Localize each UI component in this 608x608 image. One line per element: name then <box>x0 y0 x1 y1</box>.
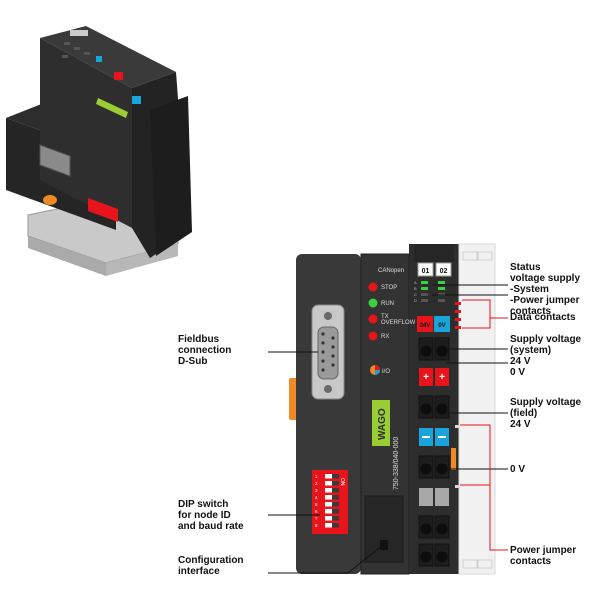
dip-switch-number-1: 1 <box>315 474 318 479</box>
photo-leds <box>62 42 90 58</box>
supply-24v-box <box>417 316 433 332</box>
dip-switch-label: DIP switch for node ID and baud rate <box>178 499 244 532</box>
data-contacts-label: Data contacts <box>510 312 576 323</box>
terminal-tabs: 01 02 <box>417 262 452 277</box>
status-led-2 <box>368 298 378 308</box>
svg-text:WAGO: WAGO <box>377 408 388 440</box>
supply-voltage-system-label: Supply voltage (system) 24 V 0 V <box>510 334 582 378</box>
supply-0v-box <box>434 316 450 332</box>
zero-volt-label: 0 V <box>510 464 526 475</box>
data-contact-pin-3 <box>455 318 461 321</box>
svg-text:+: + <box>423 372 429 383</box>
dip-on-label: ON <box>339 478 345 486</box>
fieldbus-connection-label: Fieldbus connection D-Sub <box>178 334 232 367</box>
power-jumper-contacts-label: Power jumper contacts <box>510 545 577 567</box>
photo-blue-marker-2 <box>96 56 102 62</box>
photo-dip-switch <box>88 198 118 222</box>
config-interface-flap <box>364 495 404 563</box>
data-contact-pins <box>455 302 461 488</box>
dip-switch-number-6: 6 <box>315 509 318 514</box>
protocol-label: CANopen <box>378 268 404 274</box>
orange-terminal-tab <box>451 448 456 470</box>
terminal-marker-gray-1 <box>419 488 433 506</box>
model-number: 750-338/040-000 <box>393 437 400 490</box>
status-led-label-2: RUN <box>381 301 394 307</box>
device-photo <box>6 26 192 276</box>
terminal-marker-red-1 <box>419 368 433 386</box>
status-led-3 <box>368 314 378 324</box>
terminal-tab-02 <box>435 262 452 277</box>
status-led-label-4: RX <box>381 334 389 340</box>
terminal-rows: ++ <box>418 337 450 567</box>
dip-switch-number-4: 4 <box>315 495 318 500</box>
configuration-interface-label: Configuration interface <box>178 555 244 577</box>
dip-switch-number-2: 2 <box>315 481 318 486</box>
terminal-tab-label-01: 01 <box>422 268 430 275</box>
photo-dsub-connector <box>39 144 71 177</box>
supply-24v-label: 24V <box>420 323 431 329</box>
wago-logo: WAGO <box>372 400 390 446</box>
dip-switch-number-8: 8 <box>315 523 318 528</box>
data-contact-pin-1 <box>455 302 461 305</box>
io-label: I/O <box>382 369 390 375</box>
terminal-marker-gray-2 <box>435 488 449 506</box>
supply-voltage-field-label: Supply voltage (field) 24 V <box>510 397 582 430</box>
dip-switch-number-7: 7 <box>315 516 318 521</box>
svg-text:+: + <box>439 372 445 383</box>
status-led-1 <box>368 282 378 292</box>
dip-switch: 1 2 3 4 5 6 7 8 ON <box>312 470 348 534</box>
dip-switch-number-3: 3 <box>315 488 318 493</box>
data-contact-pin-4 <box>455 326 461 329</box>
photo-wago-logo <box>96 98 128 118</box>
power-jumper-pin-2 <box>455 485 460 488</box>
callout-lines <box>268 284 508 574</box>
status-letter-C: C <box>414 292 417 297</box>
terminal-strip <box>409 244 459 574</box>
dip-switch-number-5: 5 <box>315 502 318 507</box>
power-jumper-pin-1 <box>455 425 460 428</box>
status-led-4 <box>368 331 378 341</box>
supply-0v-label: 0V <box>438 323 445 329</box>
data-contact-pin-2 <box>455 310 461 313</box>
photo-red-marker <box>114 72 123 80</box>
terminal-tab-label-02: 02 <box>440 268 448 275</box>
status-letter-A: A <box>414 280 417 285</box>
status-led-label-1: STOP <box>381 285 397 291</box>
status-voltage-supply-label: Status voltage supply -System -Power jum… <box>510 262 581 317</box>
photo-blue-marker <box>132 96 141 104</box>
status-letter-B: B <box>414 286 417 291</box>
terminal-tab-01 <box>417 262 434 277</box>
photo-orange-latch <box>43 195 57 205</box>
terminal-marker-red-2 <box>435 368 449 386</box>
status-letter-D: D <box>414 298 417 303</box>
